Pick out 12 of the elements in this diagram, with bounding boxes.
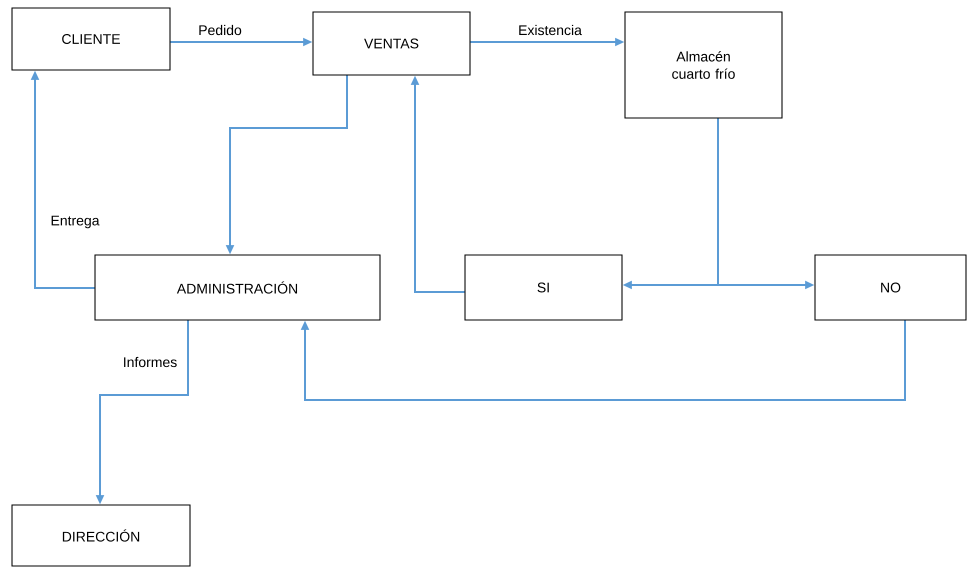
edge-label: Pedido [196,24,244,36]
edge-label: Existencia [516,24,584,36]
process-box: ADMINISTRACIÓN [94,254,381,321]
process-box: SI [464,254,623,321]
process-box: NO [814,254,967,321]
edge-label: Entrega [49,214,101,230]
arrow [300,320,906,401]
edge-label: Informes [121,356,179,368]
process-box: VENTAS [312,11,471,76]
process-box: DIRECCIÓN [11,504,191,567]
process-box: Almacén cuarto frío [624,11,783,119]
process-box: CLIENTE [11,7,171,71]
